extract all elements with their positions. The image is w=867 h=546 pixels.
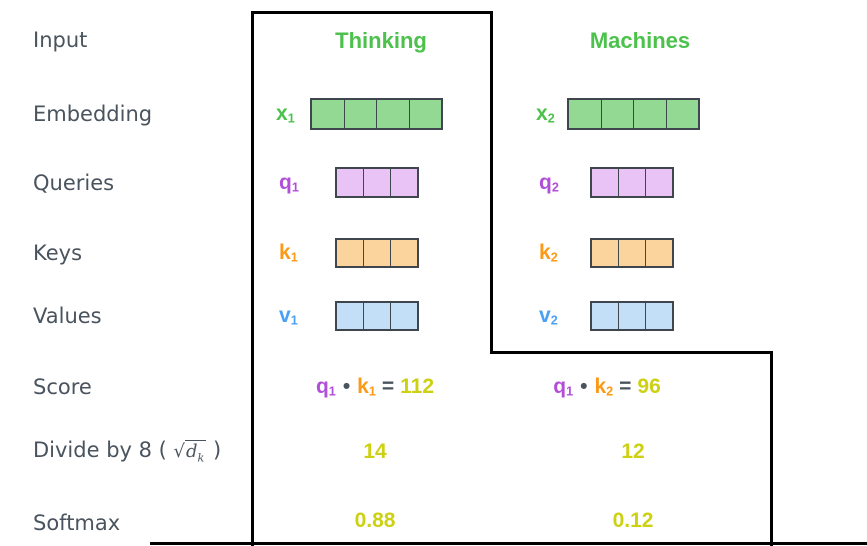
vector-cell	[345, 100, 377, 128]
vector-cell	[377, 100, 410, 128]
vector-cell	[569, 100, 602, 128]
q2-label: q2	[539, 171, 559, 195]
vector-cell	[592, 240, 619, 266]
outline-middle-edge	[490, 11, 493, 354]
row-label-score: Score	[33, 375, 92, 399]
q1-label: q1	[279, 171, 299, 195]
score-value-2: 96	[637, 375, 661, 398]
row-label-keys: Keys	[33, 241, 83, 265]
x1-embedding-vector	[310, 98, 443, 130]
vector-cell	[602, 100, 634, 128]
vector-cell	[410, 100, 442, 128]
vector-cell	[634, 100, 667, 128]
vector-cell	[619, 169, 646, 196]
vector-cell	[619, 240, 646, 266]
vector-cell	[364, 240, 391, 266]
vector-cell	[646, 303, 672, 329]
vector-cell	[312, 100, 345, 128]
divided-score-2: 12	[621, 440, 645, 463]
softmax-value-2: 0.12	[612, 509, 654, 532]
vector-cell	[592, 169, 619, 196]
k2-label: k2	[539, 241, 558, 265]
outline-top-edge	[251, 11, 493, 14]
v2-label: v2	[539, 304, 558, 328]
row-label-embedding: Embedding	[33, 102, 153, 126]
q2-query-vector	[590, 167, 674, 198]
vector-cell	[619, 303, 646, 329]
outline-left-edge	[251, 11, 254, 546]
v1-label: v1	[279, 304, 298, 328]
row-label-values: Values	[33, 304, 102, 328]
x1-label: x1	[276, 102, 295, 126]
vector-cell	[364, 169, 391, 196]
input-word-machines: Machines	[589, 28, 691, 53]
sqrt-dk-formula: √dk	[173, 440, 207, 465]
row-label-softmax: Softmax	[33, 511, 121, 535]
bottom-crop-line	[150, 542, 867, 545]
k2-key-vector	[590, 238, 674, 268]
k1-key-vector	[335, 238, 419, 268]
softmax-value-1: 0.88	[354, 509, 396, 532]
x2-embedding-vector	[567, 98, 700, 130]
vector-cell	[337, 169, 364, 196]
outline-step-edge	[490, 351, 773, 354]
vector-cell	[337, 303, 364, 329]
divided-score-1: 14	[363, 440, 387, 463]
score-expression-1: q1•k1=112	[315, 375, 435, 399]
score-value-1: 112	[400, 375, 435, 398]
v1-value-vector	[335, 301, 419, 331]
vector-cell	[391, 240, 417, 266]
row-label-divide: Divide by 8 ( √dk )	[33, 438, 222, 465]
k1-label: k1	[279, 241, 298, 265]
vector-cell	[667, 100, 699, 128]
outline-right-edge	[770, 351, 773, 546]
row-label-input: Input	[33, 28, 88, 52]
input-word-thinking: Thinking	[335, 28, 427, 53]
dot-product-symbol: •	[342, 375, 351, 398]
score-expression-2: q1•k2=96	[553, 375, 661, 399]
q1-query-vector	[335, 167, 419, 198]
vector-cell	[646, 240, 672, 266]
vector-cell	[337, 240, 364, 266]
v2-value-vector	[590, 301, 674, 331]
vector-cell	[364, 303, 391, 329]
vector-cell	[391, 303, 417, 329]
vector-cell	[391, 169, 417, 196]
vector-cell	[592, 303, 619, 329]
vector-cell	[646, 169, 672, 196]
row-label-queries: Queries	[33, 171, 115, 195]
x2-label: x2	[536, 102, 555, 126]
dot-product-symbol: •	[580, 375, 588, 398]
